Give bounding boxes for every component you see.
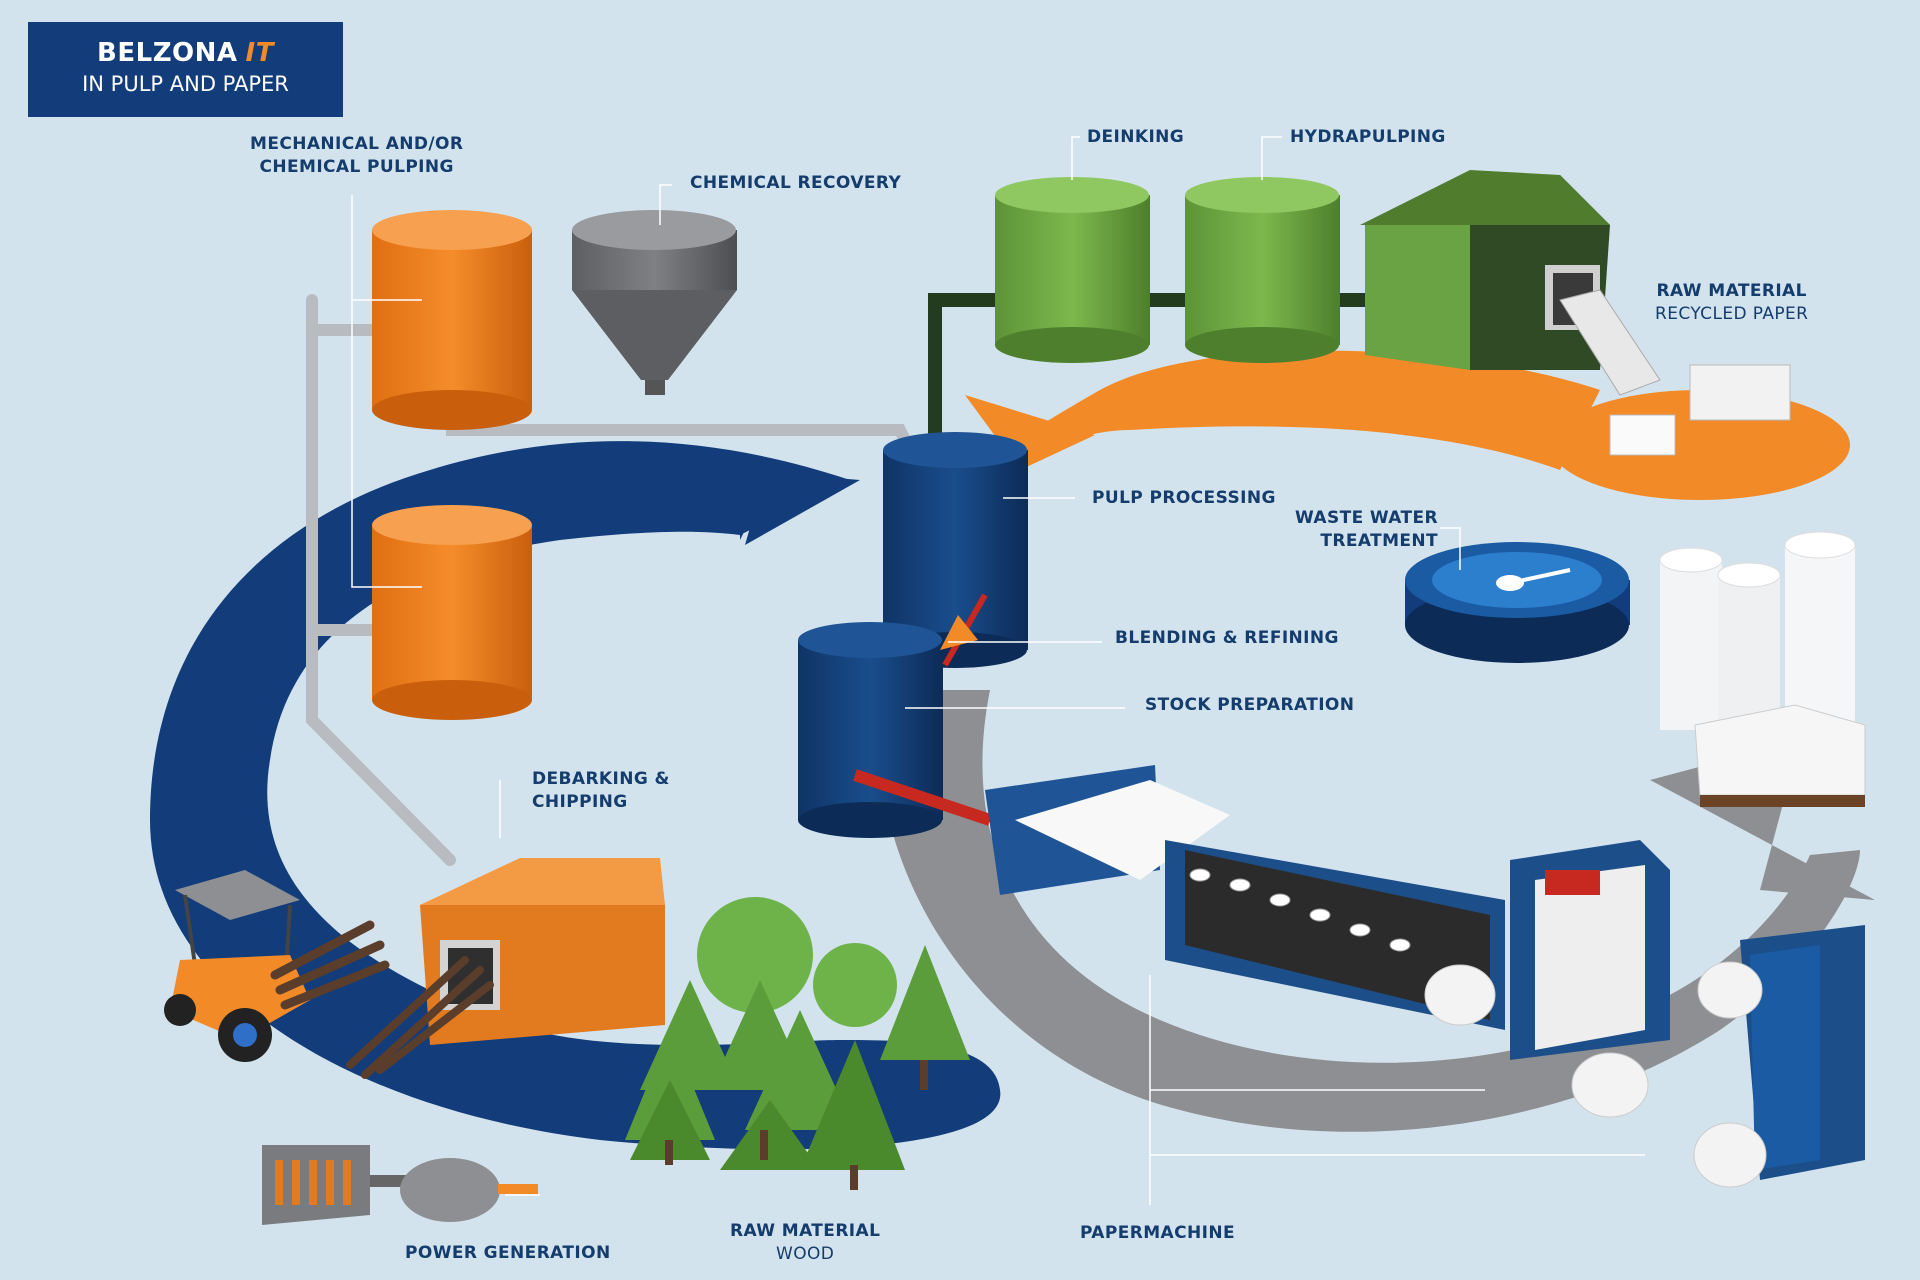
deinking-tank [995, 177, 1150, 363]
stock-preparation-tank [798, 622, 943, 838]
chemical-recovery-silo [572, 210, 737, 395]
papermachine-body [985, 765, 1865, 1188]
leader-lines [351, 136, 1645, 1205]
log-conveyor [346, 956, 494, 1079]
label-power-generation: POWER GENERATION [405, 1243, 611, 1263]
recycling-building [1360, 170, 1610, 370]
recycled-paper-conveyor [1559, 289, 1791, 456]
log-loader-tractor [164, 870, 390, 1062]
label-deinking: DEINKING [1087, 127, 1185, 147]
pulping-tank-lower [372, 505, 532, 720]
label-pulp-processing: PULP PROCESSING [1092, 488, 1276, 508]
label-debarking-chipping: DEBARKING & CHIPPING [532, 769, 670, 812]
waste-water-tank [1405, 542, 1630, 663]
hydrapulping-tank [1185, 177, 1340, 363]
label-raw-material-wood: RAW MATERIAL WOOD [730, 1221, 881, 1264]
power-generation-turbine [262, 1145, 538, 1225]
finished-paper-rolls [1659, 531, 1866, 807]
pulping-tank-upper [372, 210, 532, 430]
label-hydrapulping: HYDRAPULPING [1290, 127, 1446, 147]
label-papermachine: PAPERMACHINE [1080, 1223, 1235, 1243]
label-chemical-recovery: CHEMICAL RECOVERY [690, 173, 902, 193]
label-raw-material-recycled: RAW MATERIAL RECYCLED PAPER [1655, 281, 1809, 324]
label-stock-preparation: STOCK PREPARATION [1145, 695, 1355, 715]
stock-pipe [853, 769, 992, 826]
label-mechanical-pulping: MECHANICAL AND/OR CHEMICAL PULPING [250, 134, 464, 177]
debarking-house [420, 858, 665, 1045]
title-subtitle: IN PULP AND PAPER [82, 72, 289, 96]
forest [625, 897, 970, 1190]
label-waste-water-treatment: WASTE WATER TREATMENT [1295, 508, 1439, 551]
label-blending-refining: BLENDING & REFINING [1115, 628, 1339, 648]
